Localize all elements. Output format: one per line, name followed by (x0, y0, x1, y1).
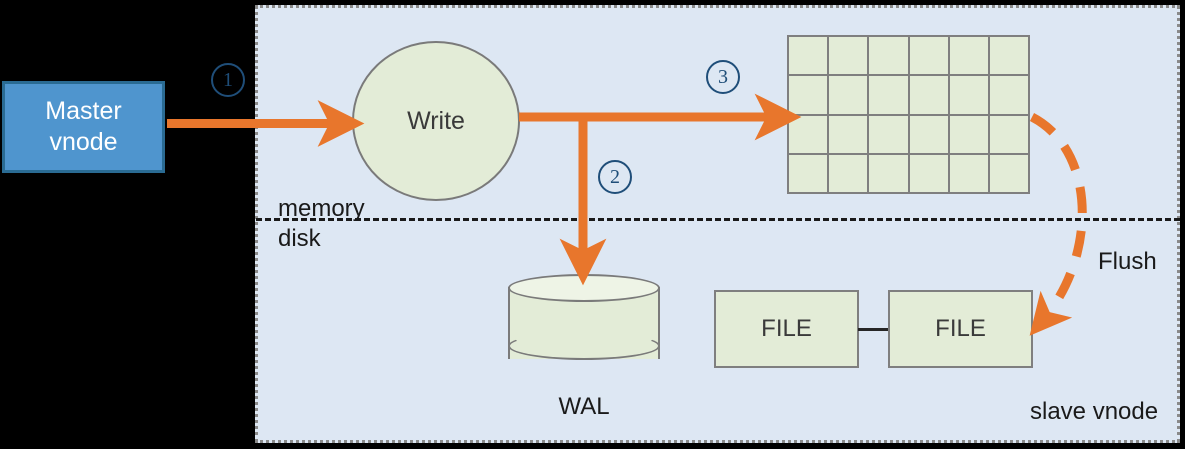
step-badge-3-label: 3 (718, 65, 728, 88)
memtable-cell (789, 154, 828, 192)
memtable-cell (789, 76, 828, 114)
memtable-cell (949, 76, 988, 114)
memtable-cell (869, 115, 908, 153)
slave-vnode-label: slave vnode (1030, 398, 1159, 425)
memory-disk-divider (256, 218, 1180, 221)
memtable-cell (909, 76, 948, 114)
step-badge-2: 2 (598, 160, 632, 194)
master-vnode-label-line1: Master (45, 96, 122, 125)
step-badge-1: 1 (211, 63, 245, 97)
memtable-cell (789, 115, 828, 153)
memtable-cell (949, 154, 988, 192)
memtable-cell (989, 115, 1028, 153)
master-vnode-box[interactable]: Master vnode (2, 81, 165, 173)
file-connector-line (858, 328, 890, 331)
disk-tier-label: disk (278, 225, 321, 252)
memtable-cell (909, 154, 948, 192)
memory-tier-label: memory (278, 195, 365, 222)
step-badge-2-label: 2 (610, 165, 620, 188)
file-box-1-label: FILE (761, 315, 812, 342)
memtable-cell (829, 154, 868, 192)
write-node[interactable]: Write (352, 41, 520, 201)
memtable-cell (989, 76, 1028, 114)
wal-cylinder-icon (508, 274, 660, 372)
memtable-grid (787, 35, 1030, 194)
wal-cylinder-bottom (508, 332, 660, 360)
master-vnode-label-line2: vnode (49, 128, 118, 156)
step-badge-3: 3 (706, 60, 740, 94)
memtable-cell (829, 115, 868, 153)
memtable-cell (909, 115, 948, 153)
memtable-cell (829, 37, 868, 75)
wal-cylinder-top (508, 274, 660, 302)
memtable-cell (989, 154, 1028, 192)
memtable-cell (949, 115, 988, 153)
flush-label: Flush (1098, 248, 1157, 275)
memtable-cell (829, 76, 868, 114)
file-box-2-label: FILE (935, 315, 986, 342)
file-box-2[interactable]: FILE (888, 290, 1033, 368)
step-badge-1-label: 1 (223, 68, 233, 91)
memtable-cell (949, 37, 988, 75)
memtable-cell (869, 154, 908, 192)
memtable-cell (869, 37, 908, 75)
file-box-1[interactable]: FILE (714, 290, 859, 368)
memtable-cell (989, 37, 1028, 75)
memtable-cell (789, 37, 828, 75)
write-node-label: Write (407, 106, 465, 135)
wal-label: WAL (558, 393, 610, 420)
memtable-cell (909, 37, 948, 75)
memtable-cell (869, 76, 908, 114)
